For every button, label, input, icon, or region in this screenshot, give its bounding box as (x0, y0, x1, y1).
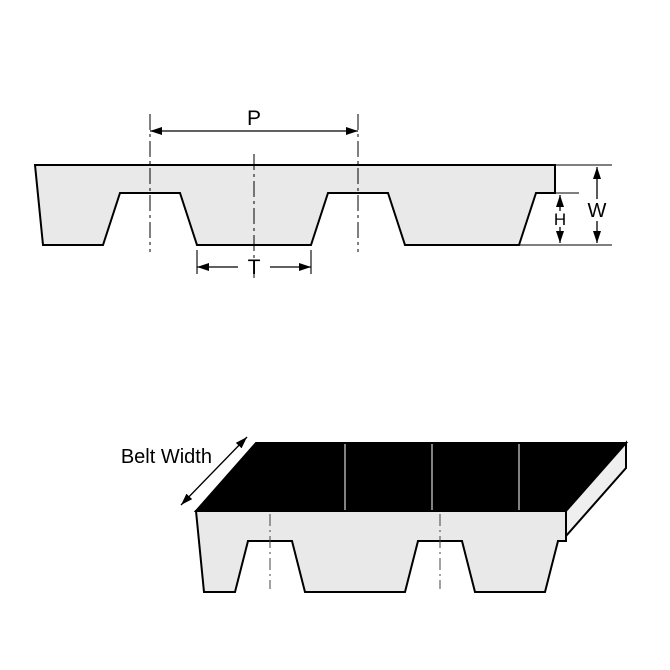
belt-width-label: Belt Width (121, 446, 212, 468)
tooth-width-dimension: T (196, 250, 312, 279)
belt-profile-shape (33, 164, 556, 246)
belt-width-dimension: Belt Width (121, 436, 248, 506)
belt-thickness-label: W (588, 200, 607, 222)
isometric-view: Belt Width (121, 436, 629, 593)
belt-thickness-dimension: W (519, 164, 612, 246)
pitch-dimension: P (150, 107, 358, 135)
tooth-height-label: H (554, 210, 566, 229)
tooth-width-label: T (248, 256, 261, 279)
pitch-label: P (247, 107, 261, 130)
tooth-height-dimension: H (554, 192, 579, 243)
belt-top-face (193, 442, 629, 512)
cross-section-view: P T H W (33, 107, 612, 281)
belt-width-arrow (180, 436, 248, 506)
belt-front-face (194, 510, 567, 593)
